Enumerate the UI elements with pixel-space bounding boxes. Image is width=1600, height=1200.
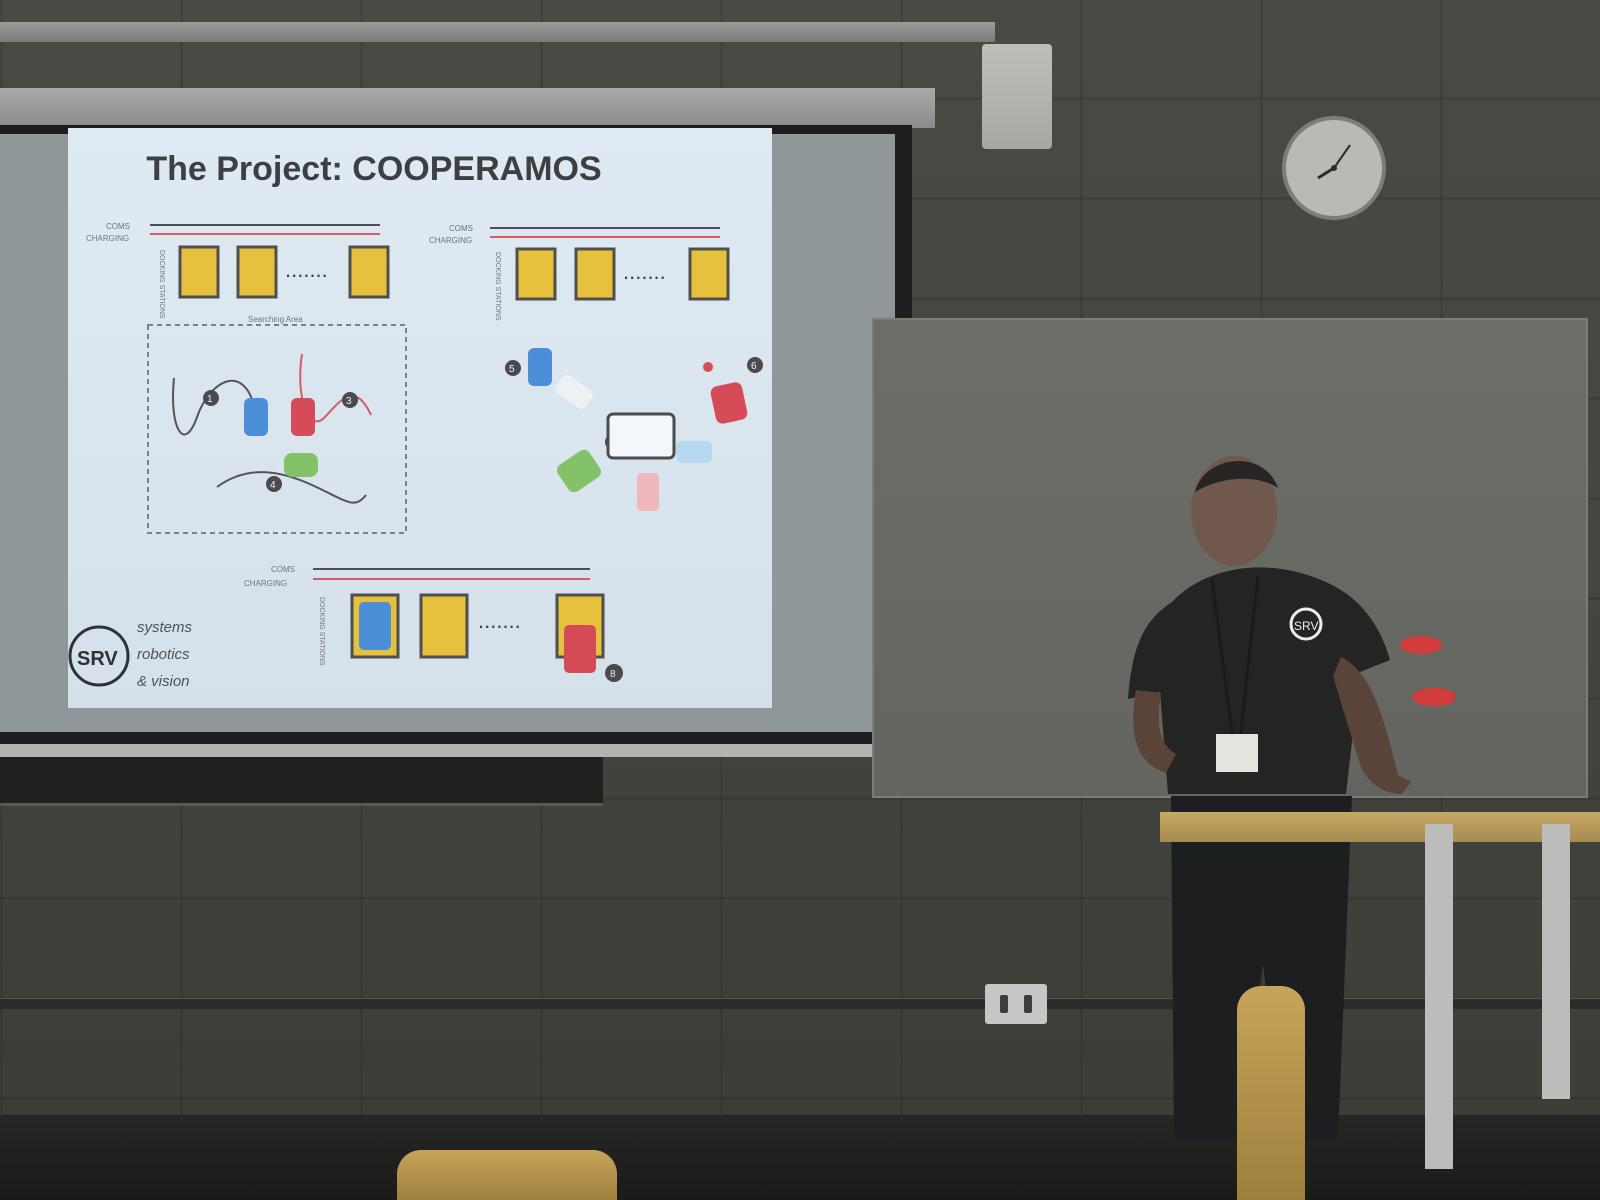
wall-rail	[0, 998, 1600, 1009]
robot-red-right	[710, 382, 748, 424]
robot-blue-docked	[359, 602, 391, 650]
robot-pale-red-right	[637, 473, 659, 511]
logo-line-3: & vision	[137, 673, 190, 690]
label-docking-stations-1: DOCKING STATIONS	[158, 250, 165, 319]
shirt-logo-text: SRV	[1294, 619, 1318, 633]
step-4-marker	[266, 476, 282, 492]
right-cooperation-area: 5 6 2	[505, 348, 763, 511]
wall-socket	[985, 984, 1047, 1024]
presentation-slide: The Project: COOPERAMOS COMS CHARGING DO…	[68, 128, 772, 708]
presenter-trousers	[1171, 796, 1352, 1140]
bottom-docking-group: COMS CHARGING DOCKING STATIONS ....... 8	[244, 565, 623, 682]
clock-center	[1331, 165, 1337, 171]
dots-3: .......	[478, 608, 521, 633]
step-5-text: 5	[509, 364, 515, 375]
top-left-docking-group: COMS CHARGING DOCKING STATIONS .......	[86, 222, 390, 319]
projector-screen-housing	[0, 88, 935, 128]
presenter-shirt	[1128, 567, 1390, 794]
socket-hole-2	[1024, 995, 1032, 1013]
label-charging-3: CHARGING	[244, 579, 287, 588]
robot-green-search	[284, 453, 318, 477]
presenter: SRV	[1128, 456, 1411, 1140]
central-unit	[606, 412, 676, 460]
step-3-marker	[342, 392, 358, 408]
desk-lamp-1	[1400, 636, 1442, 654]
step-8-marker	[605, 664, 623, 682]
step-6-text: 6	[751, 361, 757, 372]
clock-hour-hand	[1317, 166, 1335, 180]
chair-back-2	[397, 1150, 617, 1200]
station-8	[419, 593, 469, 659]
station-1	[178, 245, 220, 299]
lectern-top	[1160, 812, 1600, 842]
step-6-marker	[747, 357, 763, 373]
path-1	[172, 377, 256, 436]
clock-face	[1317, 144, 1351, 180]
robot-green-right	[557, 449, 601, 493]
robot-pale-white-right	[555, 375, 593, 409]
searching-area-label: Searching Area	[248, 315, 303, 324]
robot-red-search	[291, 398, 315, 436]
label-charging-2: CHARGING	[429, 236, 472, 245]
slide-diagram: COMS CHARGING DOCKING STATIONS ....... C…	[68, 222, 763, 690]
slide-title: The Project: COOPERAMOS	[146, 150, 602, 188]
logo-line-2: robotics	[137, 646, 190, 663]
path-3	[216, 471, 367, 504]
wall-speaker	[982, 44, 1052, 149]
top-right-docking-group: COMS CHARGING DOCKING STATIONS .......	[429, 224, 730, 321]
presenter-lanyard	[1210, 575, 1260, 741]
label-coms-2: COMS	[449, 224, 473, 233]
presenter-hair	[1195, 460, 1278, 492]
chair-back-1	[1237, 986, 1305, 1200]
projector-screen-top-bar	[0, 22, 995, 42]
dots-1: .......	[285, 257, 328, 282]
station-4	[515, 247, 557, 301]
desk-lamp-2	[1412, 688, 1456, 706]
logo-line-1: systems	[137, 619, 193, 636]
station-3	[348, 245, 390, 299]
step-5-marker	[505, 360, 521, 376]
wall-clock	[1282, 116, 1386, 220]
searching-area-border	[147, 324, 407, 534]
label-docking-stations-3: DOCKING STATIONS	[318, 597, 325, 666]
station-6	[688, 247, 730, 301]
srv-logo: SRV systems robotics & vision	[68, 619, 193, 690]
presenter-right-arm	[1333, 657, 1411, 794]
logo-mark: SRV	[77, 648, 118, 670]
station-5	[574, 247, 616, 301]
presenter-left-arm	[1133, 690, 1176, 773]
step-3-text: 3	[346, 396, 352, 407]
step-8-text: 8	[610, 669, 616, 680]
step-1-text: 1	[207, 394, 213, 405]
lectern-leg-left	[1425, 824, 1453, 1169]
station-2	[236, 245, 278, 299]
logo-circle	[68, 625, 130, 687]
searching-area: Searching Area 1 3 4	[147, 315, 407, 534]
red-target	[703, 362, 713, 372]
robot-blue-right	[528, 348, 552, 386]
dots-2: .......	[623, 259, 666, 284]
label-charging-1: CHARGING	[86, 234, 129, 243]
step-4-text: 4	[270, 480, 276, 491]
shirt-logo-circle	[1289, 607, 1323, 641]
robot-pale-blue-right	[676, 441, 712, 463]
step-1-marker	[203, 390, 219, 406]
projector-screen-bottom-bar	[0, 744, 925, 757]
label-coms-3: COMS	[271, 565, 295, 574]
socket-hole-1	[1000, 995, 1008, 1013]
label-docking-stations-2: DOCKING STATIONS	[494, 252, 501, 321]
board-ledge	[0, 757, 603, 806]
robot-blue-search	[244, 398, 268, 436]
presenter-badge	[1216, 734, 1258, 772]
clock-minute-hand	[1333, 144, 1351, 169]
label-coms-1: COMS	[106, 222, 130, 231]
lectern-leg-right	[1542, 824, 1570, 1099]
robot-red-docked	[564, 625, 596, 673]
